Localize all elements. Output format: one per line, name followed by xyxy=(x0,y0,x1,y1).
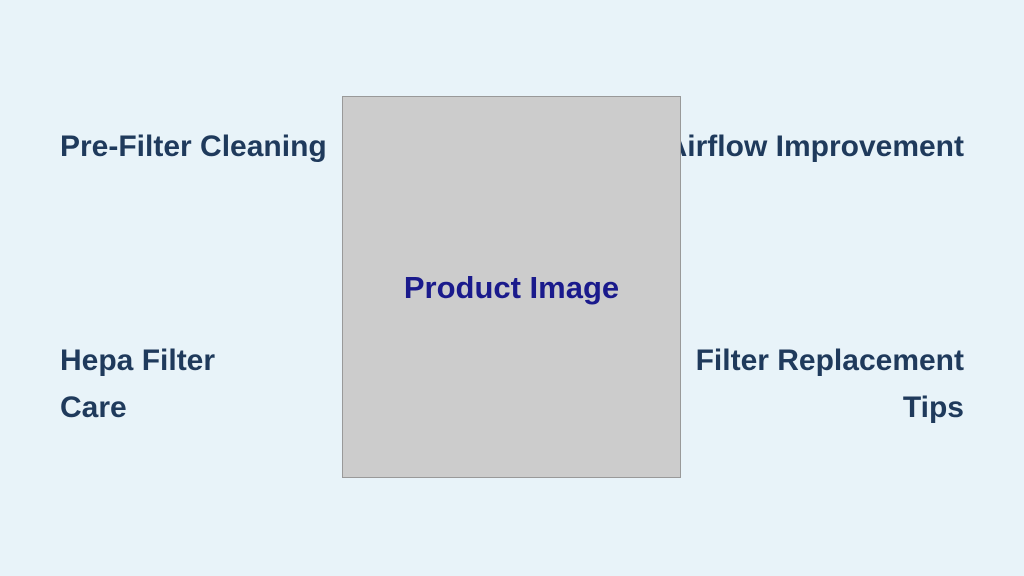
product-image-placeholder: Product Image xyxy=(342,96,681,478)
feature-hepa-filter-care: Hepa Filter Care xyxy=(60,344,216,424)
feature-pre-filter-cleaning: Pre-Filter Cleaning xyxy=(60,130,327,163)
product-image-label: Product Image xyxy=(403,269,620,305)
feature-filter-replacement-tips: Filter Replacement Tips xyxy=(695,344,964,424)
feature-airflow-improvement: Airflow Improvement xyxy=(665,130,964,163)
